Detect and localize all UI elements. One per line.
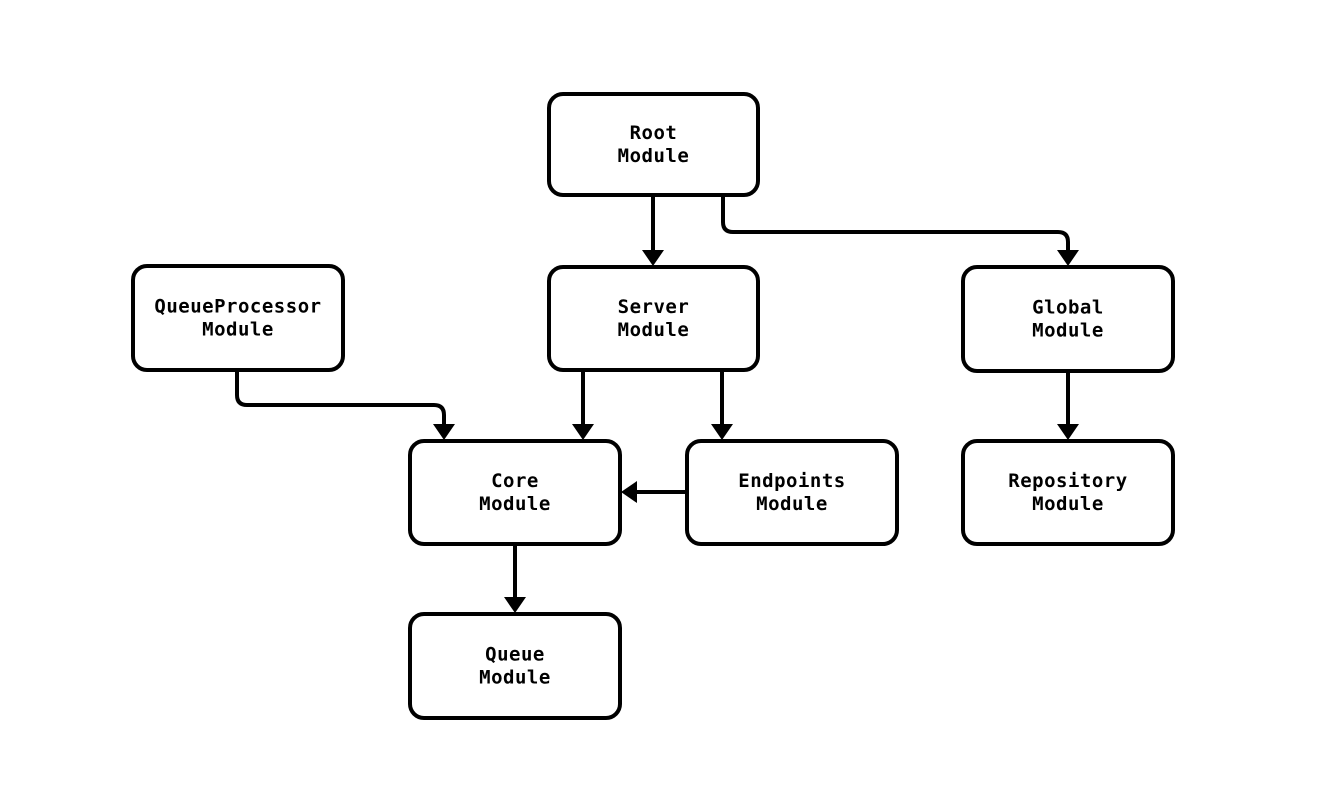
arrowhead-icon	[572, 424, 594, 440]
edge-server-endpoints	[711, 370, 733, 440]
nodes-layer: RootModuleQueueProcessorModuleServerModu…	[131, 92, 1175, 720]
node-box-repository[interactable]	[961, 439, 1175, 546]
arrowhead-icon	[1057, 424, 1079, 440]
edge-line-queueprocessor-core	[235, 370, 446, 428]
edge-endpoints-core	[621, 481, 687, 503]
arrowhead-icon	[621, 481, 637, 503]
node-label-core-line1: Core	[491, 470, 539, 492]
node-label-queueprocessor-line1: QueueProcessor	[154, 296, 321, 318]
node-label-endpoints-line1: Endpoints	[738, 470, 845, 492]
node-label-global-line1: Global	[1032, 297, 1104, 319]
arrowhead-icon	[433, 424, 455, 440]
node-label-server-line1: Server	[618, 296, 690, 318]
arrowhead-icon	[1057, 250, 1079, 266]
node-label-root-line2: Module	[618, 145, 690, 167]
node-label-server-line2: Module	[618, 319, 690, 341]
node-box-queueprocessor[interactable]	[131, 264, 345, 372]
edge-line-root-global	[721, 195, 1070, 254]
node-box-server[interactable]	[547, 265, 760, 372]
arrowhead-icon	[711, 424, 733, 440]
edge-server-core	[572, 370, 594, 440]
edge-root-server	[642, 195, 664, 266]
edge-queueprocessor-core	[235, 370, 455, 440]
node-label-core-line2: Module	[479, 493, 551, 515]
edge-root-global	[721, 195, 1079, 266]
node-label-root-line1: Root	[630, 122, 678, 144]
node-label-endpoints-line2: Module	[756, 493, 828, 515]
node-label-global-line2: Module	[1032, 320, 1104, 342]
node-label-queueprocessor-line2: Module	[202, 319, 274, 341]
edges-layer	[235, 195, 1079, 613]
node-label-repository-line1: Repository	[1008, 470, 1127, 492]
node-label-queue-line1: Queue	[485, 644, 545, 666]
edge-core-queue	[504, 544, 526, 613]
arrowhead-icon	[642, 250, 664, 266]
edge-global-repository	[1057, 371, 1079, 440]
node-label-queue-line2: Module	[479, 667, 551, 689]
node-label-repository-line2: Module	[1032, 493, 1104, 515]
node-box-root[interactable]	[547, 92, 760, 197]
node-box-queue[interactable]	[408, 612, 622, 720]
arrowhead-icon	[504, 597, 526, 613]
node-box-endpoints[interactable]	[685, 439, 899, 546]
node-box-core[interactable]	[408, 439, 622, 546]
node-box-global[interactable]	[961, 265, 1175, 373]
